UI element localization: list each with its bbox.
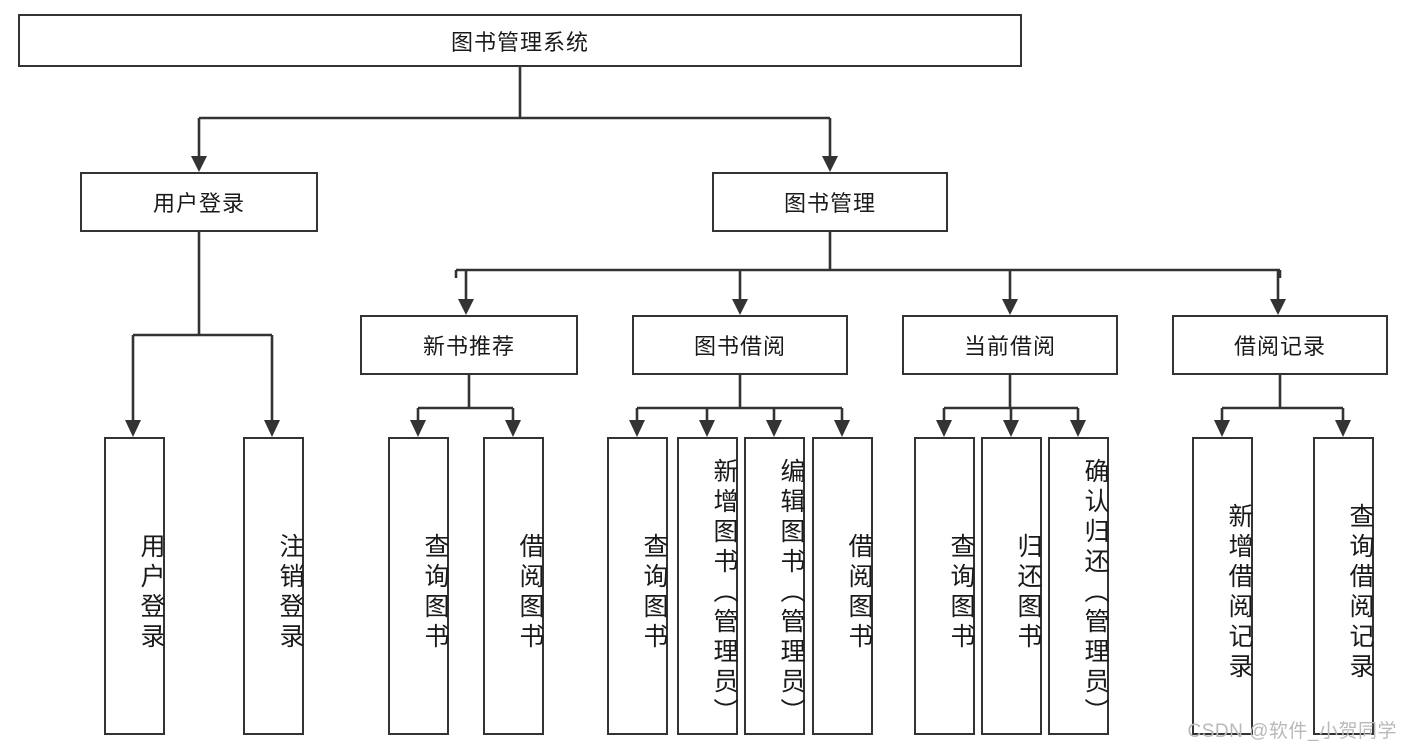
- node-borrow-record-label: 借阅记录: [1233, 334, 1326, 359]
- arrowhead-borrow-record-leaf-2: [1335, 420, 1351, 437]
- leaf-label: 借阅图书: [845, 533, 873, 653]
- arrowhead-book-manage: [822, 156, 838, 172]
- arrowhead-current-borrow-leaf-1: [936, 420, 952, 437]
- leaf-user-login-logout[interactable]: 注销登录: [243, 437, 304, 735]
- node-book-management[interactable]: 图书管理: [712, 172, 948, 232]
- leaf-label: 新增图书（管理员）: [710, 458, 738, 728]
- arrowhead-user-login-leaf-1: [125, 420, 141, 437]
- arrowhead-book-borrow-leaf-2: [699, 420, 715, 437]
- arrowhead-book-borrow-leaf-3: [766, 420, 782, 437]
- arrowhead-user-login: [191, 156, 207, 172]
- arrowhead-current-borrow-leaf-3: [1070, 420, 1086, 437]
- leaf-label: 借阅图书: [516, 533, 544, 653]
- leaf-label: 注销登录: [276, 533, 304, 653]
- leaf-book-borrow-query[interactable]: 查询图书: [607, 437, 668, 735]
- leaf-label: 查询图书: [947, 533, 975, 653]
- arrowhead-current-borrow-leaf-2: [1003, 420, 1019, 437]
- node-root-label: 图书管理系统: [450, 29, 589, 55]
- node-book-management-label: 图书管理: [783, 191, 876, 216]
- arrowhead-book-borrow: [732, 299, 748, 315]
- arrowhead-book-borrow-leaf-4: [834, 420, 850, 437]
- leaf-borrow-record-add[interactable]: 新增借阅记录: [1192, 437, 1253, 735]
- node-borrow-record[interactable]: 借阅记录: [1172, 315, 1388, 375]
- node-user-login-label: 用户登录: [152, 191, 245, 216]
- leaf-new-book-query[interactable]: 查询图书: [388, 437, 449, 735]
- leaf-borrow-record-query[interactable]: 查询借阅记录: [1313, 437, 1374, 735]
- leaf-book-borrow-edit-admin[interactable]: 编辑图书（管理员）: [744, 437, 805, 735]
- leaf-user-login-login[interactable]: 用户登录: [104, 437, 165, 735]
- node-user-login[interactable]: 用户登录: [80, 172, 318, 232]
- arrowhead-current-borrow: [1002, 299, 1018, 315]
- arrowhead-book-borrow-leaf-1: [629, 420, 645, 437]
- leaf-current-borrow-query[interactable]: 查询图书: [914, 437, 975, 735]
- leaf-label: 查询借阅记录: [1346, 503, 1374, 683]
- node-current-borrow[interactable]: 当前借阅: [902, 315, 1118, 375]
- leaf-book-borrow-add-admin[interactable]: 新增图书（管理员）: [677, 437, 738, 735]
- leaf-label: 新增借阅记录: [1225, 503, 1253, 683]
- leaf-label: 归还图书: [1014, 533, 1042, 653]
- leaf-label: 查询图书: [421, 533, 449, 653]
- node-book-borrow-label: 图书借阅: [693, 334, 786, 359]
- arrowhead-borrow-record-leaf-1: [1214, 420, 1230, 437]
- leaf-label: 编辑图书（管理员）: [777, 458, 805, 728]
- leaf-new-book-borrow[interactable]: 借阅图书: [483, 437, 544, 735]
- node-current-borrow-label: 当前借阅: [963, 334, 1056, 359]
- node-book-borrow[interactable]: 图书借阅: [632, 315, 848, 375]
- arrowhead-new-book-leaf-1: [410, 420, 426, 437]
- arrowhead-borrow-record: [1270, 299, 1286, 315]
- leaf-label: 查询图书: [640, 533, 668, 653]
- arrowhead-user-login-leaf-2: [264, 420, 280, 437]
- node-new-book-recommend-label: 新书推荐: [422, 334, 515, 359]
- arrowhead-new-book: [458, 299, 474, 315]
- leaf-current-borrow-return[interactable]: 归还图书: [981, 437, 1042, 735]
- leaf-book-borrow-borrow[interactable]: 借阅图书: [812, 437, 873, 735]
- leaf-label: 用户登录: [137, 533, 165, 653]
- leaf-current-borrow-confirm-admin[interactable]: 确认归还（管理员）: [1048, 437, 1109, 735]
- leaf-label: 确认归还（管理员）: [1081, 458, 1109, 728]
- node-root-system[interactable]: 图书管理系统: [18, 14, 1022, 67]
- arrowhead-new-book-leaf-2: [505, 420, 521, 437]
- node-new-book-recommend[interactable]: 新书推荐: [360, 315, 578, 375]
